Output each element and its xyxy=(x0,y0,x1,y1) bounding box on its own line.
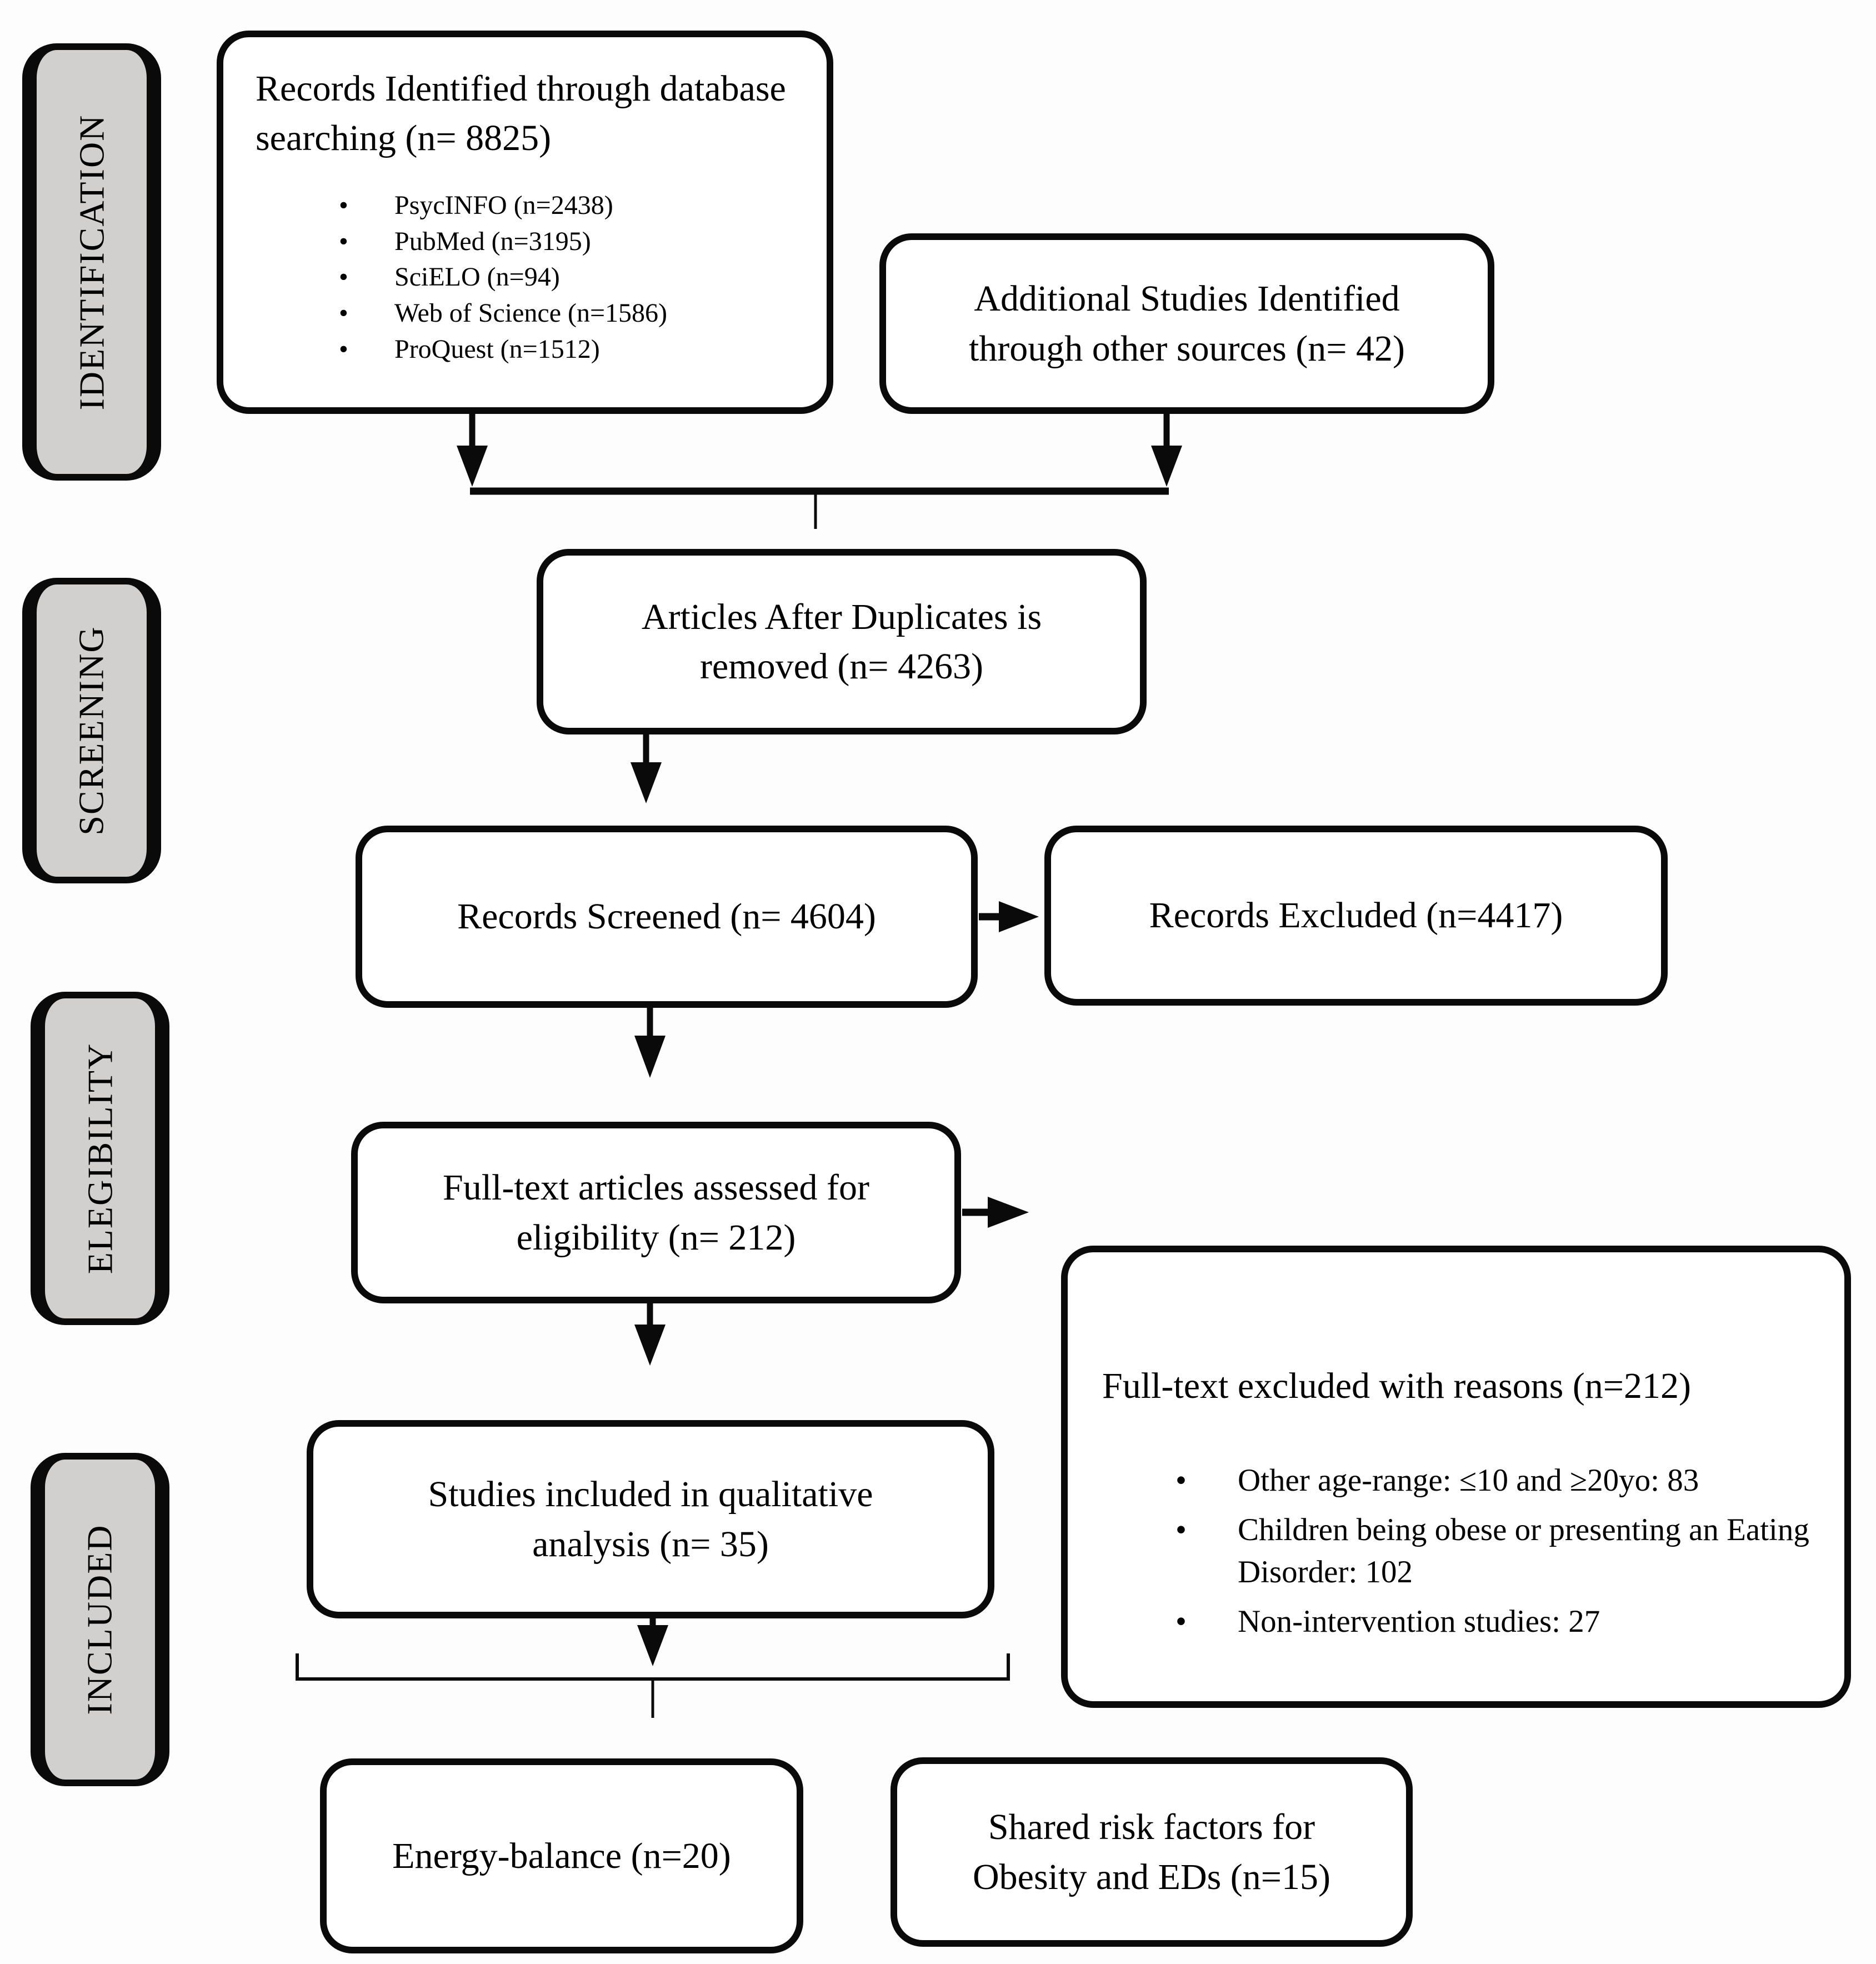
source-label: PsycINFO (n=2438) xyxy=(394,191,613,221)
fulltext-excluded-title: Full-text excluded with reasons (n=212) xyxy=(1102,1366,1691,1406)
box-fulltext-excluded: Full-text excluded with reasons (n=212) … xyxy=(1061,1246,1851,1708)
reason-label: Other age-range: ≤10 and ≥20yo: 83 xyxy=(1238,1463,1699,1498)
bullet-icon: • xyxy=(339,298,348,328)
list-item: • Other age-range: ≤10 and ≥20yo: 83 xyxy=(1175,1460,1817,1501)
box-records-screened: Records Screened (n= 4604) xyxy=(356,826,978,1008)
bullet-icon: • xyxy=(339,191,348,221)
box-studies-included: Studies included in qualitative analysis… xyxy=(307,1420,994,1618)
arrowhead-screened-to-excluded xyxy=(999,901,1039,932)
stage-screening-label: SCREENING xyxy=(72,626,111,836)
source-label: Web of Science (n=1586) xyxy=(394,298,668,328)
box-shared-risk-factors: Shared risk factors for Obesity and EDs … xyxy=(891,1757,1413,1947)
bullet-icon: • xyxy=(339,262,348,292)
stage-elegibility: ELEGIBILITY xyxy=(31,992,169,1325)
arrowhead-screened-to-fulltext xyxy=(634,1036,666,1078)
list-item: • SciELO (n=94) xyxy=(339,261,804,293)
arrowhead-duplicates-to-screened xyxy=(631,762,662,803)
reason-label: Non-intervention studies: 27 xyxy=(1238,1603,1600,1639)
list-item: • Children being obese or presenting an E… xyxy=(1175,1509,1817,1592)
box-records-excluded: Records Excluded (n=4417) xyxy=(1044,826,1668,1006)
bullet-icon: • xyxy=(1175,1603,1187,1639)
reason-label: Children being obese or presenting an Ea… xyxy=(1238,1512,1809,1590)
database-source-list: • PsycINFO (n=2438) • PubMed (n=3195) • Sci… xyxy=(339,189,804,365)
arrowhead-from-other-sources xyxy=(1151,446,1182,487)
source-label: ProQuest (n=1512) xyxy=(394,334,600,364)
list-item: • Web of Science (n=1586) xyxy=(339,297,804,329)
stage-included: INCLUDED xyxy=(31,1453,169,1786)
studies-included-title: Studies included in qualitative analysis… xyxy=(428,1474,873,1565)
stage-identification: IDENTIFICATION xyxy=(22,43,161,481)
bullet-icon: • xyxy=(339,226,348,256)
arrowhead-fulltext-to-included xyxy=(634,1325,666,1366)
records-identified-title: Records Identified through database sear… xyxy=(256,68,786,159)
list-item: • ProQuest (n=1512) xyxy=(339,333,804,366)
stage-identification-label: IDENTIFICATION xyxy=(72,114,111,410)
stage-included-label: INCLUDED xyxy=(80,1524,119,1715)
box-energy-balance: Energy-balance (n=20) xyxy=(320,1758,803,1953)
list-item: • Non-intervention studies: 27 xyxy=(1175,1601,1817,1642)
source-label: PubMed (n=3195) xyxy=(394,226,591,256)
box-articles-after-duplicates: Articles After Duplicates is removed (n=… xyxy=(537,549,1147,734)
box-fulltext-assessed: Full-text articles assessed for eligibil… xyxy=(351,1122,961,1303)
additional-studies-title: Additional Studies Identified through ot… xyxy=(968,278,1405,369)
list-item: • PubMed (n=3195) xyxy=(339,226,804,258)
bullet-icon: • xyxy=(1175,1512,1187,1548)
box-additional-studies: Additional Studies Identified through ot… xyxy=(879,233,1494,414)
stage-elegibility-label: ELEGIBILITY xyxy=(80,1042,119,1275)
stage-screening: SCREENING xyxy=(22,578,161,883)
arrowhead-from-database-search xyxy=(457,446,488,487)
list-item: • PsycINFO (n=2438) xyxy=(339,189,804,222)
shared-risk-factors-title: Shared risk factors for Obesity and EDs … xyxy=(973,1807,1330,1897)
box-records-identified: Records Identified through database sear… xyxy=(217,31,833,414)
records-excluded-title: Records Excluded (n=4417) xyxy=(1149,895,1563,936)
source-label: SciELO (n=94) xyxy=(394,262,560,292)
bullet-icon: • xyxy=(339,334,348,364)
records-screened-title: Records Screened (n= 4604) xyxy=(457,896,876,937)
bullet-icon: • xyxy=(1175,1463,1187,1498)
exclusion-reason-list: • Other age-range: ≤10 and ≥20yo: 83 • Chi… xyxy=(1175,1460,1817,1642)
fulltext-assessed-title: Full-text articles assessed for eligibil… xyxy=(443,1167,869,1258)
arrowhead-included-to-split xyxy=(637,1625,668,1666)
arrowhead-fulltext-to-reasons xyxy=(988,1197,1029,1228)
articles-after-duplicates-title: Articles After Duplicates is removed (n=… xyxy=(641,596,1042,687)
energy-balance-title: Energy-balance (n=20) xyxy=(392,1835,731,1876)
